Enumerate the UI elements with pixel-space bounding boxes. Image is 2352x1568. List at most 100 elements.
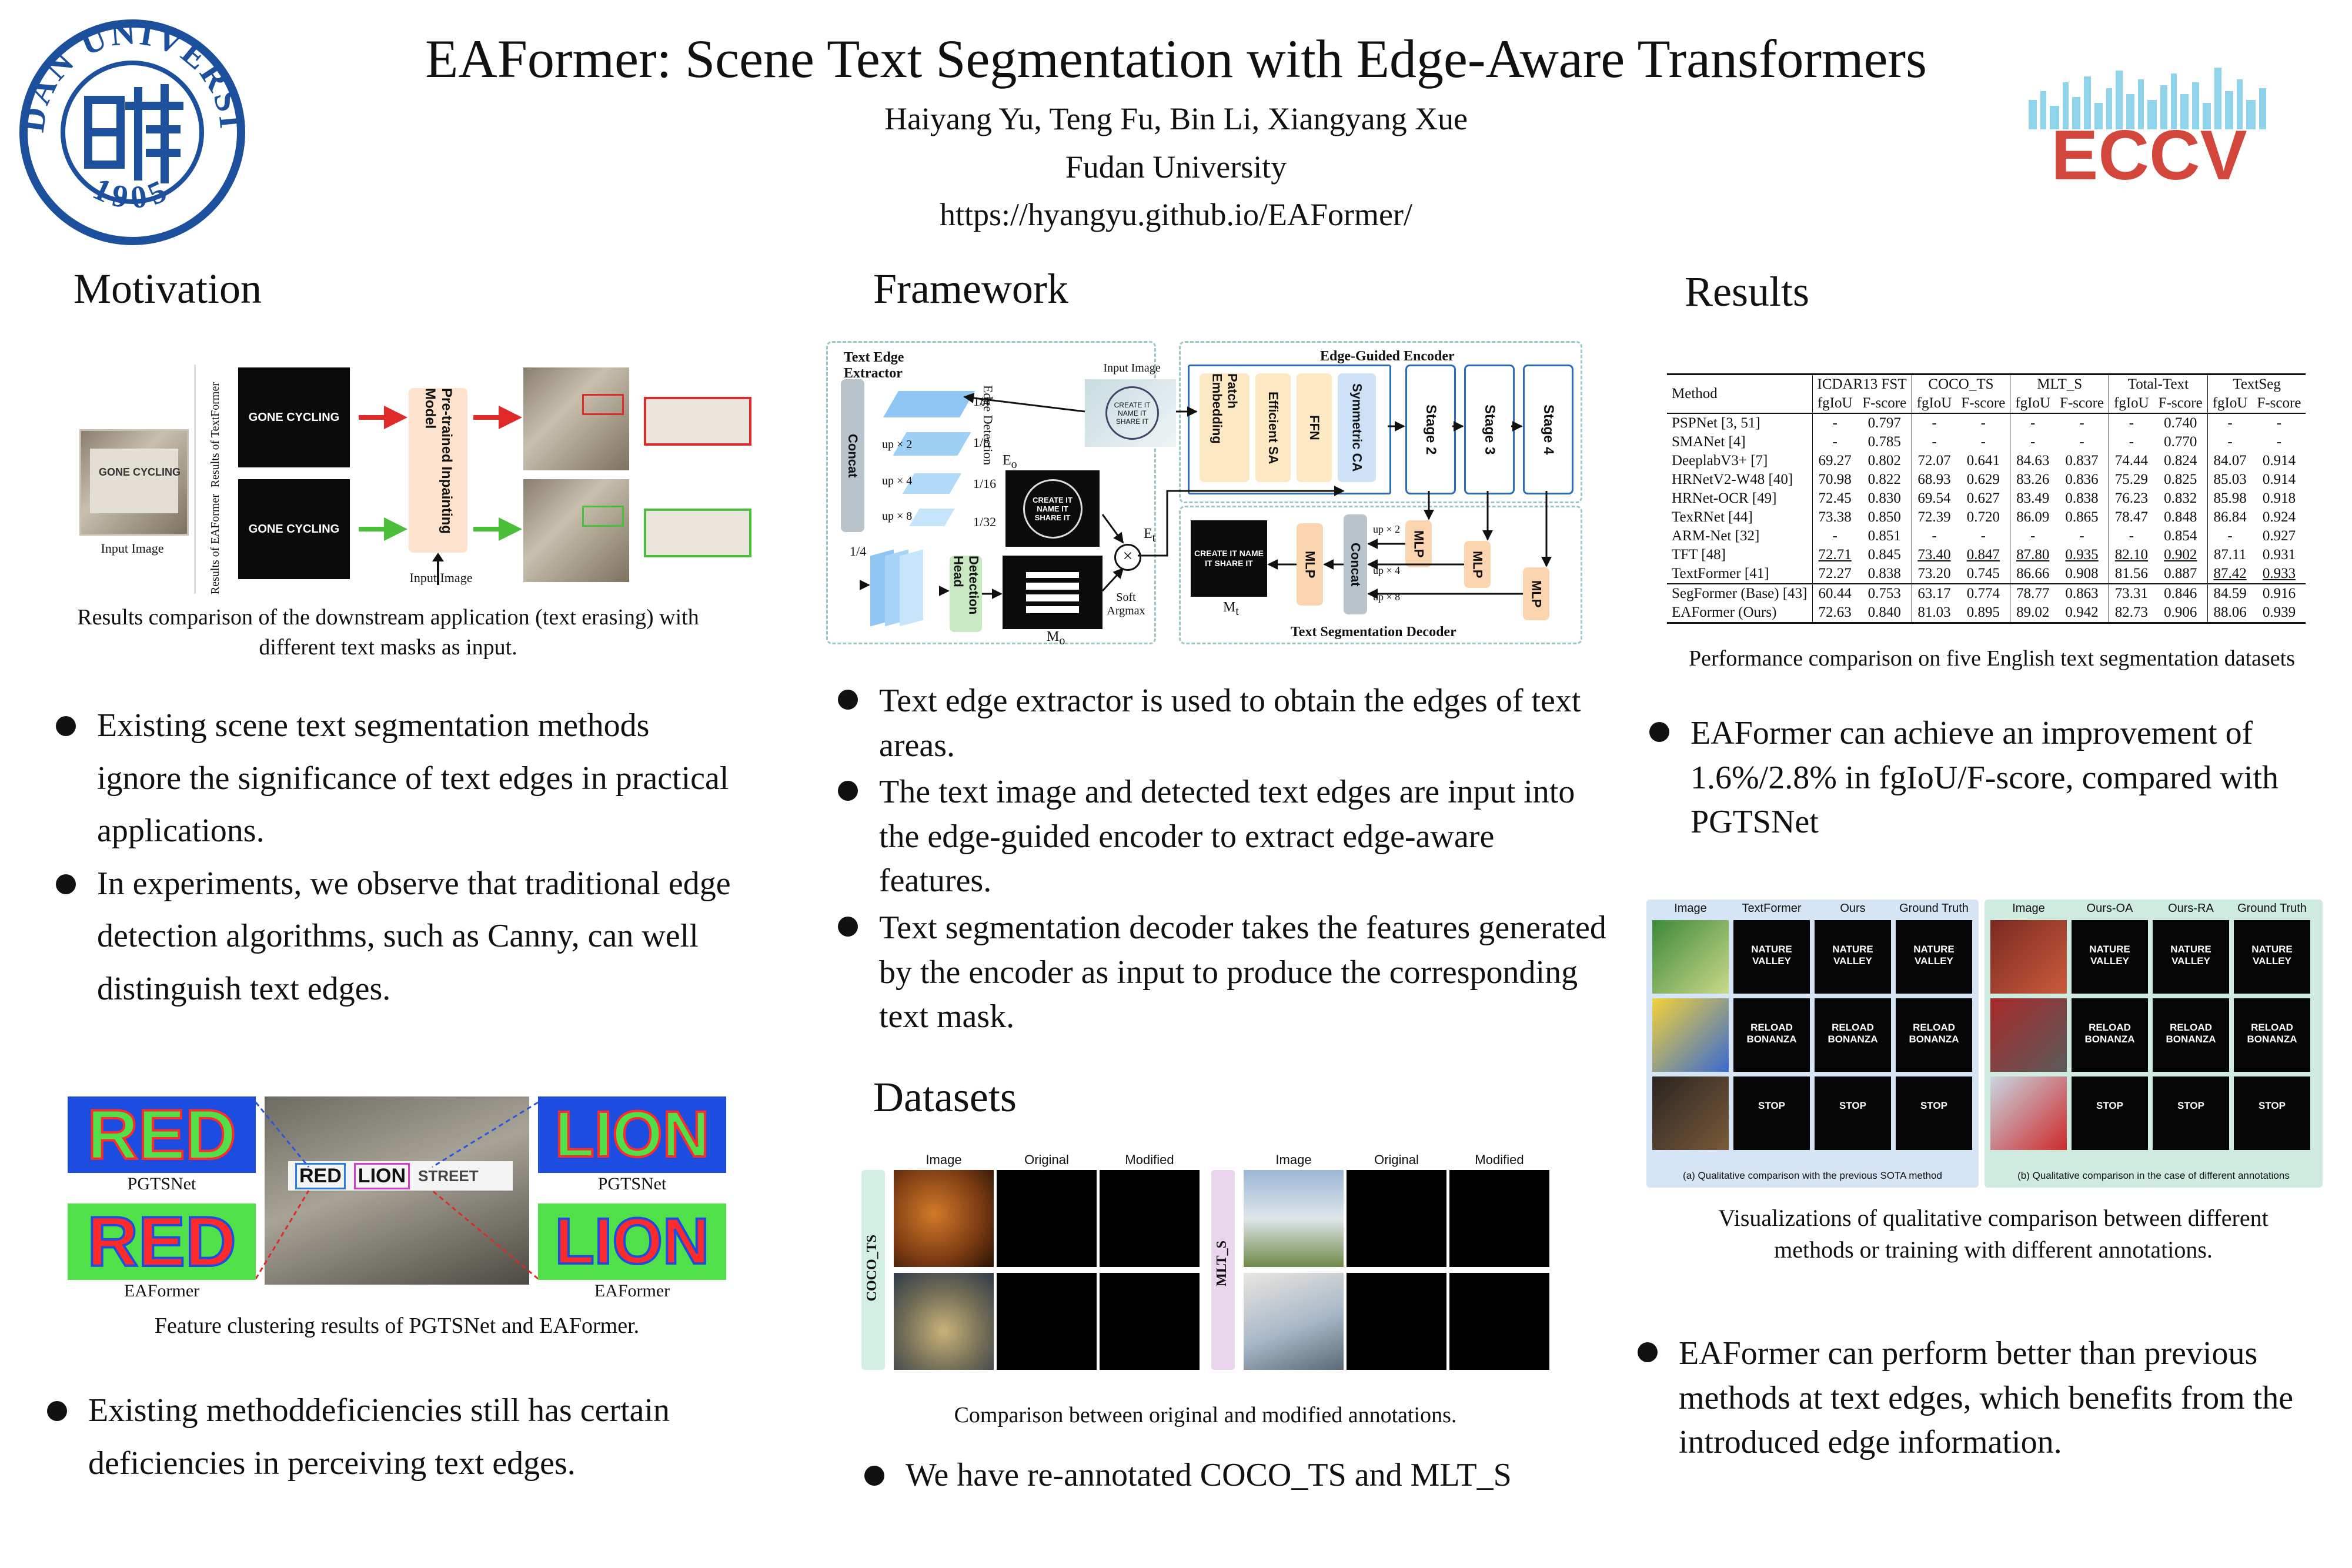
efficient-sa-block: Efficient SA <box>1255 373 1291 482</box>
stage1-frame <box>1188 365 1391 494</box>
clustering-caption: Feature clustering results of PGTSNet an… <box>154 1313 640 1338</box>
label-pgtsnet-right: PGTSNet <box>597 1174 667 1193</box>
dec-up2: up × 2 <box>1373 523 1401 535</box>
value-cell: 87.42 <box>2207 564 2253 584</box>
erased-result-eaformer <box>523 479 629 582</box>
value-cell: 72.27 <box>1812 564 1857 584</box>
framework-diagram: Text Edge Extractor Concat 1/4 1/8 1/16 … <box>826 338 1582 647</box>
authors: Haiyang Yu, Teng Fu, Bin Li, Xiangyang X… <box>884 101 1468 136</box>
decoder-label: Text Segmentation Decoder <box>1291 624 1456 640</box>
coco-ts-label: COCO_TS <box>864 1235 880 1302</box>
qualitative-caption: Visualizations of qualitative comparison… <box>1718 1205 2269 1263</box>
encoder-region <box>1179 341 1582 503</box>
value-cell: 0.822 <box>1867 472 1901 487</box>
method-cell: SMANet [4] <box>1672 434 1746 450</box>
qual-cell: STOP <box>1733 1076 1810 1150</box>
value-cell: 0.887 <box>2164 566 2197 581</box>
framework-bullet: Text edge extractor is used to obtain th… <box>838 679 1614 768</box>
dashed-connectors <box>256 1101 538 1280</box>
value-cell: 0.837 <box>2065 453 2099 469</box>
value-cell: 87.80 <box>2010 546 2056 564</box>
metric-header: F-score <box>2158 395 2203 411</box>
value-cell: - <box>1911 433 1957 452</box>
value-cell: 0.906 <box>2164 604 2197 620</box>
concat-block-left: Concat <box>841 379 864 532</box>
method-cell: DeeplabV3+ [7] <box>1672 453 1768 469</box>
value-cell: 0.797 <box>1867 415 1901 431</box>
value-cell: - <box>1980 434 1986 450</box>
value-cell: 82.73 <box>2109 603 2154 623</box>
edge-map-eo: CREATE IT NAME IT SHARE IT <box>1005 470 1100 547</box>
value-cell: 0.836 <box>2065 472 2099 487</box>
value-cell: 75.29 <box>2109 470 2154 489</box>
red-highlight-box <box>582 394 624 415</box>
coco-orig-1 <box>997 1170 1097 1267</box>
qual-col-label: Ground Truth <box>2237 902 2307 915</box>
input-image-label: Input Image <box>101 541 164 556</box>
qual-col-label: Ground Truth <box>1899 902 1969 915</box>
qual-cell: RELOAD BONANZA <box>2234 998 2310 1072</box>
value-cell: 0.838 <box>2065 490 2099 506</box>
fudan-seal-icon: FUDAN UNIVERSITY 1905 <box>4 0 249 245</box>
scale-1-4: 1/4 <box>973 394 990 409</box>
mlp-block-4: MLP <box>1523 567 1549 620</box>
dec-up4: up × 4 <box>1373 564 1401 576</box>
metric-header: fgIoU <box>1911 394 1957 413</box>
encoder-label: Edge-Guided Encoder <box>1320 349 1455 364</box>
value-cell: 84.63 <box>2010 452 2056 470</box>
coco-mod-1 <box>1100 1170 1200 1267</box>
qual-col-label: Ours <box>1840 902 1866 915</box>
eccv-text: ECCV <box>2051 116 2247 188</box>
value-cell: 0.740 <box>2164 415 2197 431</box>
metric-header: fgIoU <box>2109 394 2154 413</box>
up-x4: up × 4 <box>882 474 913 487</box>
value-cell: - <box>2010 413 2056 433</box>
value-cell: 86.66 <box>2010 564 2056 584</box>
motivation-bullet-2: Existing methoddeficiencies still has ce… <box>47 1385 753 1490</box>
project-url[interactable]: https://hyangyu.github.io/EAFormer/ <box>940 197 1412 232</box>
divider <box>194 365 196 594</box>
metric-header: fgIoU <box>2207 394 2253 413</box>
metric-header: fgIoU <box>1812 394 1857 413</box>
value-cell: 0.854 <box>2164 528 2197 544</box>
datasets-caption: Comparison between original and modified… <box>954 1403 1457 1427</box>
value-cell: 0.770 <box>2164 434 2197 450</box>
value-cell: 72.45 <box>1812 489 1857 508</box>
value-cell: 60.44 <box>1812 584 1857 603</box>
results-bullet-2: EAFormer can perform better than previou… <box>1638 1332 2326 1465</box>
fudan-logo: FUDAN UNIVERSITY 1905 <box>4 0 249 247</box>
qual-right-caption: (b) Qualitative comparison in the case o… <box>2017 1170 2290 1181</box>
qual-cell: NATURE VALLEY <box>1815 920 1891 994</box>
value-cell: 0.865 <box>2065 509 2099 525</box>
value-cell: 73.38 <box>1812 508 1857 527</box>
scale-1-32: 1/32 <box>973 514 997 529</box>
value-cell: 0.832 <box>2164 490 2197 506</box>
value-cell: 63.17 <box>1911 584 1957 603</box>
value-cell: 73.40 <box>1911 546 1957 564</box>
value-cell: 0.863 <box>2065 586 2099 601</box>
coco-image-2 <box>894 1273 994 1370</box>
value-cell: 85.03 <box>2207 470 2253 489</box>
framework-bullet: Text segmentation decoder takes the feat… <box>838 906 1614 1039</box>
value-cell: 86.84 <box>2207 508 2253 527</box>
input-image: GONE CYCLING <box>79 429 189 536</box>
pgtsnet-red: RED <box>68 1096 256 1173</box>
eccv-logo: ECCV <box>2023 59 2276 195</box>
metric-header: F-score <box>1862 395 1907 411</box>
value-cell: - <box>2079 434 2084 450</box>
mlp-block-output: MLP <box>1297 523 1323 606</box>
qual-left-caption: (a) Qualitative comparison with the prev… <box>1683 1170 1942 1181</box>
value-cell: 81.03 <box>1911 603 1957 623</box>
method-cell: ARM-Net [32] <box>1672 528 1760 544</box>
arrows-in <box>359 406 407 541</box>
concat-block-decoder: Concat <box>1344 514 1367 614</box>
col-image-2: Image <box>1275 1152 1312 1167</box>
value-cell: - <box>1980 528 1986 544</box>
value-cell: 82.10 <box>2109 546 2154 564</box>
multiply-icon: × <box>1114 544 1141 571</box>
value-cell: 78.47 <box>2109 508 2154 527</box>
value-cell: 0.902 <box>2164 547 2197 563</box>
value-cell: 0.745 <box>1966 566 2000 581</box>
motivation-heading: Motivation <box>74 265 262 312</box>
